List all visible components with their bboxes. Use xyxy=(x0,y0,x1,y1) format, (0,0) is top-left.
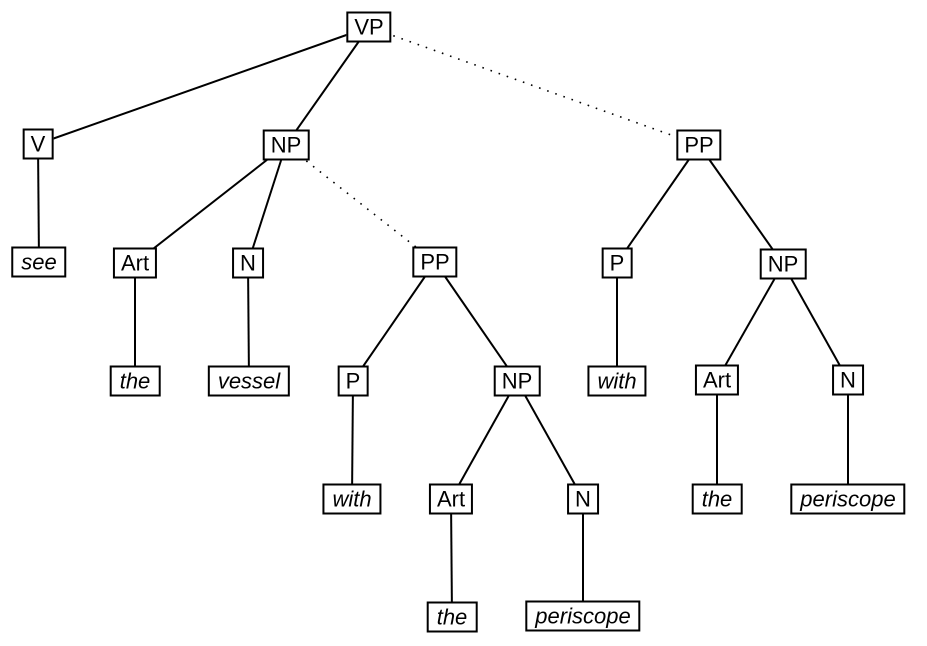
tree-node-art1: Art xyxy=(112,247,158,279)
tree-node-art3: Art xyxy=(694,364,740,396)
tree-node-periscope2: periscope xyxy=(790,483,906,515)
edge-np1-pp1-dotted xyxy=(285,144,436,263)
tree-node-n2: N xyxy=(567,483,599,515)
edge-np1-n1 xyxy=(247,144,287,264)
edge-pp1-p1 xyxy=(352,261,436,382)
tree-node-with2: with xyxy=(587,365,647,397)
tree-node-p2: P xyxy=(601,247,633,279)
tree-node-n3: N xyxy=(832,364,864,396)
edge-vp-np1 xyxy=(285,26,370,146)
tree-node-pp2: PP xyxy=(676,129,722,161)
tree-node-the1: the xyxy=(109,365,161,397)
tree-node-the2: the xyxy=(426,601,478,633)
tree-node-vessel1: vessel xyxy=(207,365,291,397)
edge-pp1-np2 xyxy=(434,261,518,382)
edge-p1-with1 xyxy=(351,380,354,500)
tree-node-v: V xyxy=(22,128,54,160)
tree-node-with1: with xyxy=(322,483,382,515)
tree-node-vp: VP xyxy=(346,11,392,43)
edge-np2-n2 xyxy=(516,380,584,500)
edge-np2-art2 xyxy=(450,380,518,500)
edge-vp-v xyxy=(37,26,370,145)
tree-node-art2: Art xyxy=(428,483,474,515)
tree-node-np3: NP xyxy=(759,248,807,280)
tree-node-n1: N xyxy=(232,247,264,279)
edge-vp-pp2-dotted xyxy=(368,26,700,146)
tree-node-p1: P xyxy=(337,365,369,397)
edge-pp2-np3 xyxy=(698,144,784,265)
edge-pp2-p2 xyxy=(616,144,700,264)
tree-node-np2: NP xyxy=(493,365,541,397)
edge-art2-the2 xyxy=(450,498,453,618)
edge-np1-art1 xyxy=(134,144,287,264)
edge-v-see xyxy=(37,143,40,263)
tree-node-the3: the xyxy=(691,483,743,515)
tree-node-periscope1: periscope xyxy=(525,600,641,632)
edge-np3-art3 xyxy=(716,263,784,381)
tree-node-np1: NP xyxy=(262,129,310,161)
edge-np3-n3 xyxy=(782,263,849,381)
edge-n1-vessel1 xyxy=(247,262,250,382)
tree-node-see: see xyxy=(11,246,67,278)
tree-node-pp1: PP xyxy=(412,246,458,278)
